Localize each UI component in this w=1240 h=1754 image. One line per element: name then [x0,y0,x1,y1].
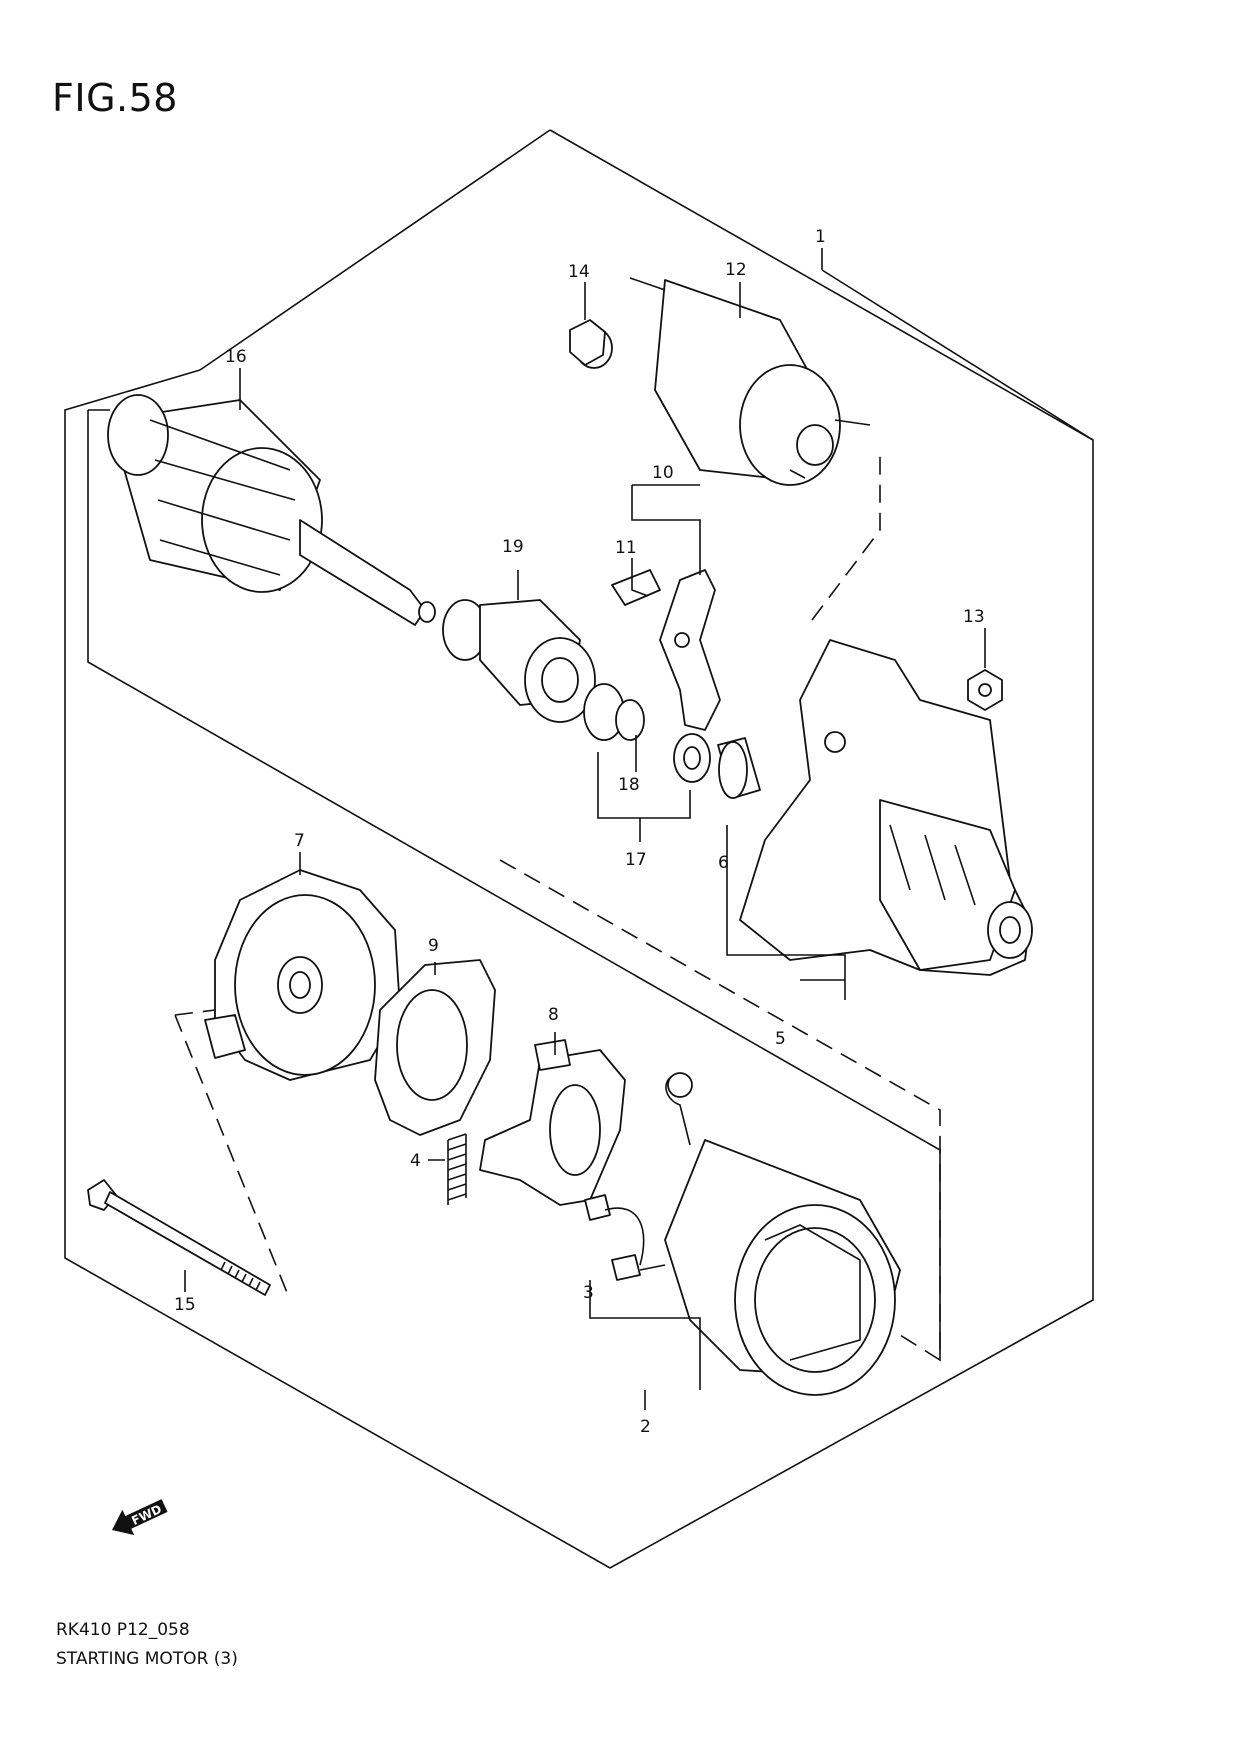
magnetic-switch-part [575,277,871,486]
armature-part [107,394,436,626]
diagram-code: RK410 P12_058 [56,1620,190,1640]
callouts: 1 2 3 4 5 6 7 8 9 10 11 12 13 14 15 16 1… [174,227,985,1437]
callout-8: 8 [548,1005,559,1025]
diagram-name: STARTING MOTOR (3) [56,1649,238,1669]
callout-5: 5 [775,1029,786,1049]
spring-part [447,1133,467,1205]
dashed-guide-1 [499,859,941,1362]
leader-lines [184,248,1094,1410]
bushing-part [717,737,761,799]
dashed-guide-2 [811,450,881,621]
fwd-arrow-text: FWD [129,1502,163,1528]
callout-10: 10 [652,463,674,483]
callout-14: 14 [568,262,590,282]
callout-9: 9 [428,936,439,956]
dashed-guide-bolt [174,1009,291,1301]
callout-1: 1 [815,227,826,247]
yoke-part [584,1072,901,1396]
fwd-arrow-icon: FWD [112,1499,168,1536]
nut-part [967,669,1003,711]
callout-15: 15 [174,1295,196,1315]
snap-ring-part [615,699,645,741]
callout-6: 6 [718,853,729,873]
callout-16: 16 [225,347,247,367]
callout-19: 19 [502,537,524,557]
drive-pinion-part [442,599,596,723]
callout-13: 13 [963,607,985,627]
callout-17: 17 [625,850,647,870]
assembly-boundary-top [199,129,551,371]
brush-holder-part [479,1039,626,1206]
callout-3: 3 [583,1283,594,1303]
callout-12: 12 [725,260,747,280]
front-housing-part [739,639,1033,976]
small-nut-part [569,319,606,366]
shift-lever-part [611,569,721,731]
callout-7: 7 [294,831,305,851]
through-bolt-part [87,1179,271,1296]
end-frame-part [204,869,401,1081]
brush-plate-part [374,959,496,1136]
callout-18: 18 [618,775,640,795]
callout-4: 4 [410,1151,421,1171]
callout-11: 11 [615,538,637,558]
washer-inner [683,746,701,770]
figure-title: FIG.58 [52,76,178,120]
callout-2: 2 [640,1417,651,1437]
